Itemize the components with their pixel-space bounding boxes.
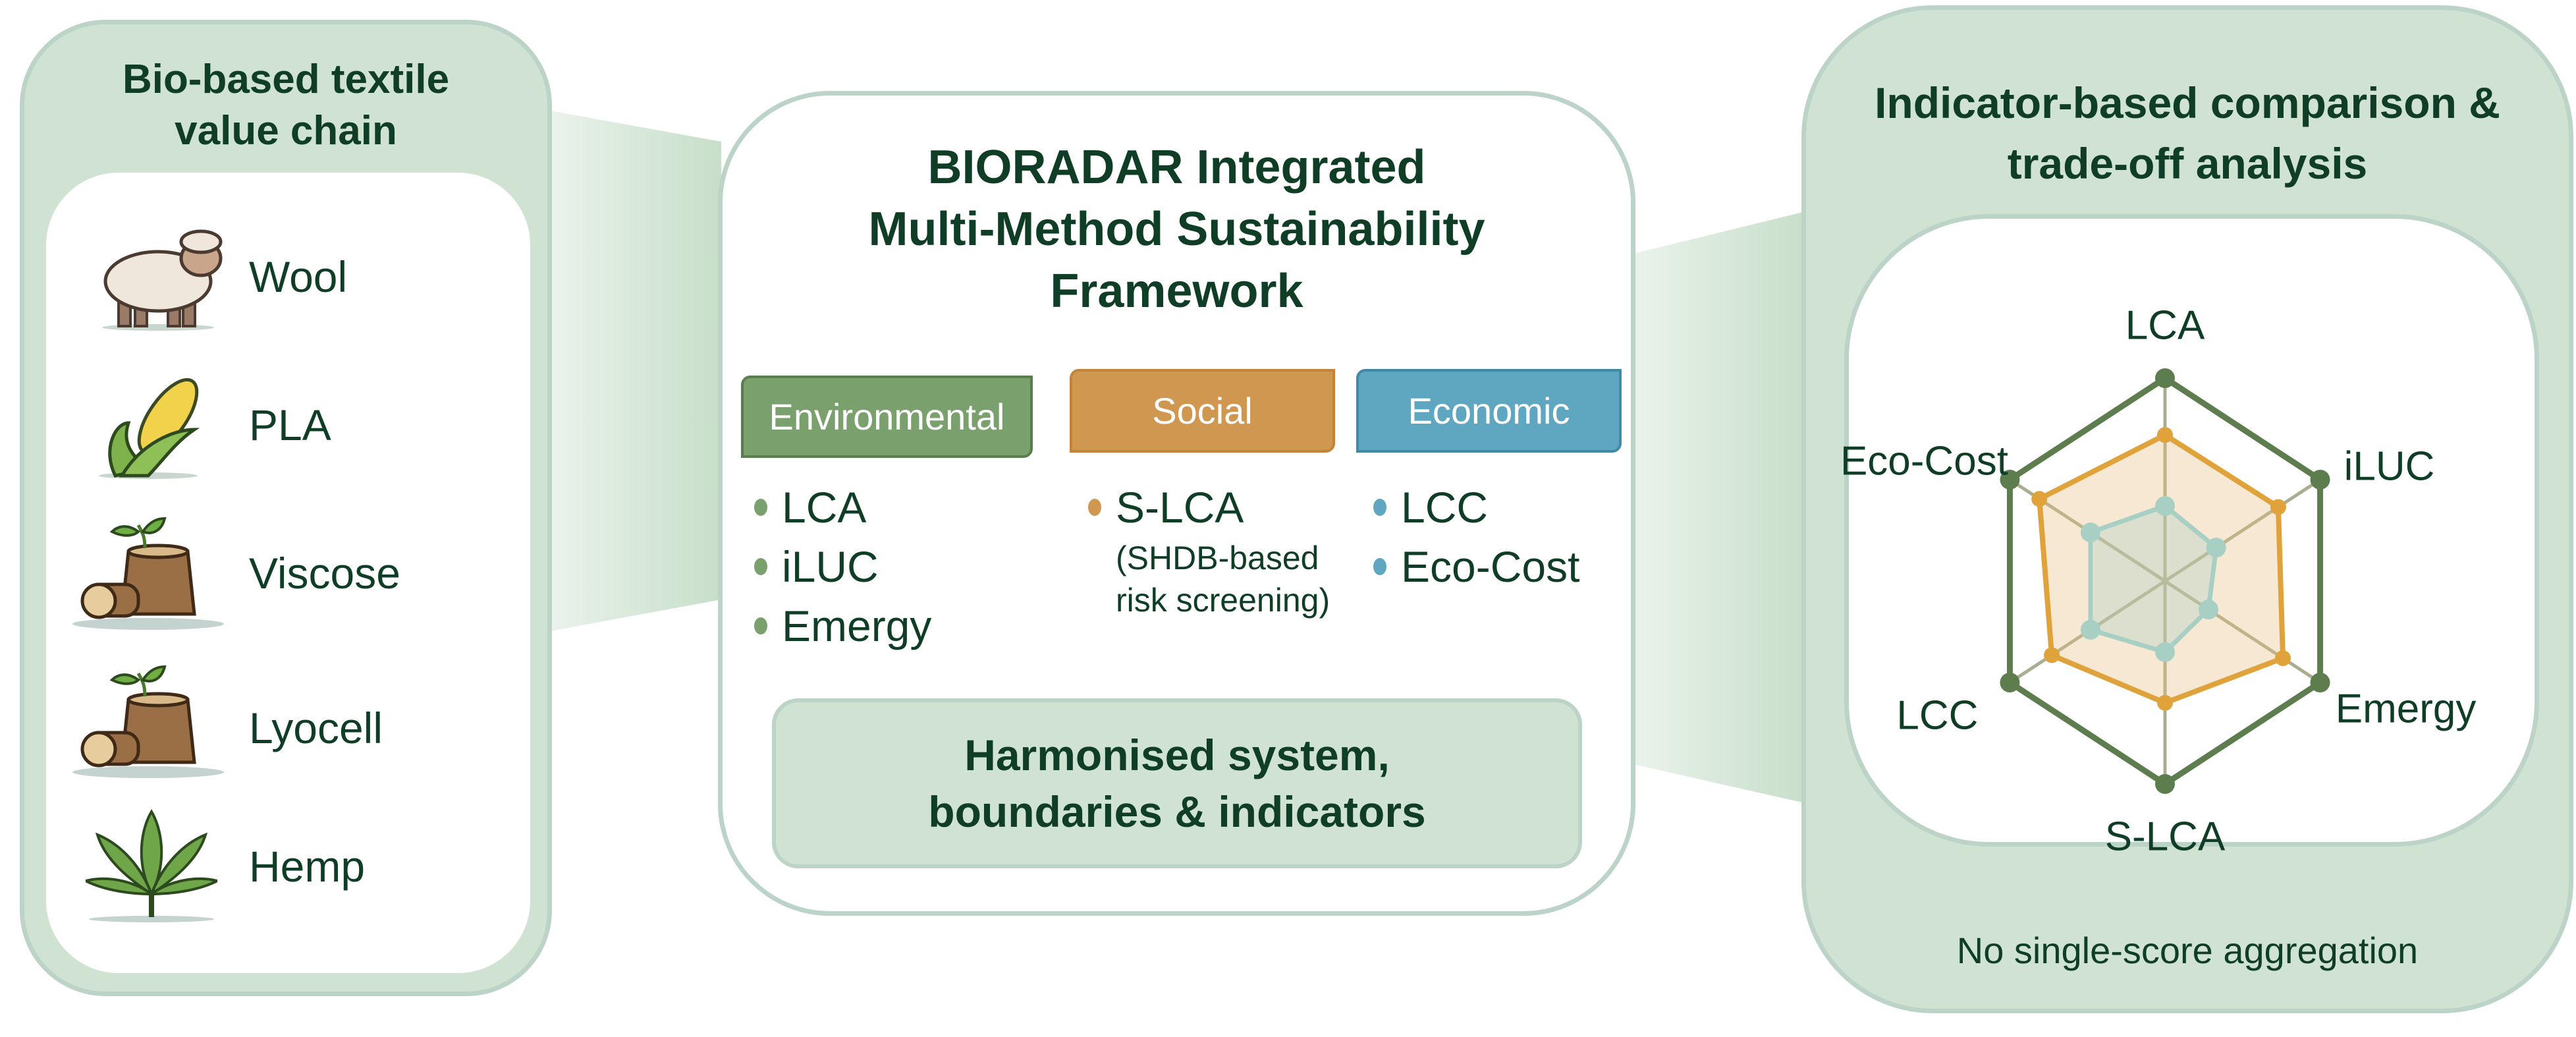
value-chain-label: Viscose bbox=[249, 549, 400, 598]
list-item: iLUC bbox=[754, 537, 931, 596]
corn-icon bbox=[99, 378, 200, 479]
harmonised-line2: boundaries & indicators bbox=[928, 787, 1426, 836]
slca-note-line2: risk screening) bbox=[1116, 582, 1330, 619]
radar-axis-label: Emergy bbox=[2335, 686, 2477, 732]
radar-point-outer-iluc bbox=[2310, 470, 2330, 490]
comparison-footer: No single-score aggregation bbox=[1956, 930, 2419, 971]
economic-list: LCC Eco-Cost bbox=[1373, 478, 1579, 596]
bullet-icon bbox=[754, 499, 767, 516]
radar-point-middle-eco-cost bbox=[2031, 491, 2048, 507]
bullet-icon bbox=[1373, 499, 1386, 516]
framework-panel: BIORADAR Integrated Multi-Method Sustain… bbox=[718, 91, 1635, 916]
radar-point-outer-lca bbox=[2155, 368, 2175, 388]
comparison-title-line1: Indicator-based comparison & bbox=[1875, 78, 2500, 127]
slca-note: (SHDB-based risk screening) bbox=[1116, 537, 1330, 621]
list-item: Eco-Cost bbox=[1373, 537, 1579, 596]
value-chain-label: Wool bbox=[249, 252, 348, 301]
list-item: Emergy bbox=[754, 596, 931, 656]
list-item: LCA bbox=[754, 478, 931, 537]
bullet-icon bbox=[1373, 558, 1386, 575]
radar-point-inner-emergy bbox=[2198, 600, 2218, 620]
value-chain-title-line2: value chain bbox=[175, 107, 397, 154]
radar-point-middle-lca bbox=[2157, 427, 2173, 443]
radar-point-inner-lca bbox=[2155, 496, 2175, 517]
method-label: Emergy bbox=[782, 602, 932, 650]
framework-title-line3: Framework bbox=[1050, 265, 1303, 318]
list-item: LCC bbox=[1373, 478, 1579, 537]
pillar-label: Economic bbox=[1408, 390, 1570, 432]
bullet-icon bbox=[1088, 499, 1101, 516]
sheep-icon bbox=[102, 229, 223, 331]
radar-point-inner-s-lca bbox=[2155, 642, 2175, 662]
method-label: LCC bbox=[1401, 483, 1489, 532]
slca-note-line1: (SHDB-based bbox=[1116, 540, 1319, 576]
right-connector bbox=[1633, 211, 1808, 804]
method-label: S-LCA bbox=[1116, 483, 1244, 532]
value-chain-item-hemp: Hemp bbox=[46, 808, 530, 924]
radar-point-outer-lcc bbox=[2000, 673, 2020, 692]
environmental-list: LCA iLUC Emergy bbox=[754, 478, 931, 656]
bullet-icon bbox=[754, 617, 767, 634]
framework-title-line1: BIORADAR Integrated bbox=[927, 141, 1426, 194]
value-chain-item-wool: Wool bbox=[46, 222, 530, 334]
hemp-leaf-icon bbox=[86, 809, 217, 922]
radar-axis-label: LCC bbox=[1896, 692, 1979, 739]
method-label: LCA bbox=[782, 483, 867, 532]
radar-axis-label: S-LCA bbox=[2104, 814, 2226, 860]
social-list: S-LCA (SHDB-based risk screening) bbox=[1088, 478, 1330, 621]
radar-axis-label: LCA bbox=[2125, 302, 2205, 349]
value-chain-label: Lyocell bbox=[249, 704, 383, 752]
left-connector bbox=[550, 111, 721, 631]
value-chain-list: Wool PLA Viscose bbox=[46, 173, 530, 973]
list-item: S-LCA bbox=[1088, 478, 1330, 537]
value-chain-label: PLA bbox=[249, 401, 331, 449]
pillar-social: Social bbox=[1070, 369, 1335, 453]
radar-point-inner-lcc bbox=[2080, 619, 2100, 640]
harmonised-line1: Harmonised system, bbox=[964, 731, 1390, 779]
radar-axis-label: Eco-Cost bbox=[1840, 438, 2008, 484]
radar-spoke-emergy bbox=[2164, 579, 2321, 685]
value-chain-item-pla: PLA bbox=[46, 370, 530, 482]
value-chain-title-line1: Bio-based textile bbox=[122, 57, 450, 102]
value-chain-item-viscose: Viscose bbox=[46, 515, 530, 631]
pillar-label: Environmental bbox=[769, 396, 1005, 437]
value-chain-label: Hemp bbox=[249, 842, 366, 891]
comparison-title-line2: trade-off analysis bbox=[2007, 139, 2368, 188]
radar-point-outer-eco-cost bbox=[2000, 470, 2020, 490]
bullet-icon bbox=[754, 558, 767, 575]
radar-point-outer-s-lca bbox=[2155, 774, 2175, 794]
value-chain-panel: Bio-based textile value chain Wool bbox=[20, 20, 552, 996]
pillar-label: Social bbox=[1152, 390, 1253, 432]
tree-stump-icon bbox=[72, 665, 224, 778]
radar-point-middle-s-lca bbox=[2157, 694, 2173, 711]
radar-point-inner-eco-cost bbox=[2080, 522, 2100, 543]
radar-spoke-iluc bbox=[2164, 478, 2321, 583]
harmonised-box: Harmonised system, boundaries & indicato… bbox=[772, 698, 1582, 868]
radar-point-inner-iluc bbox=[2206, 538, 2226, 558]
tree-stump-icon bbox=[72, 517, 224, 630]
radar-axis-label: iLUC bbox=[2343, 443, 2435, 490]
pillar-economic: Economic bbox=[1356, 369, 1622, 453]
radar-point-outer-emergy bbox=[2310, 673, 2330, 692]
pillar-environmental: Environmental bbox=[741, 376, 1033, 458]
method-label: Eco-Cost bbox=[1401, 542, 1580, 591]
radar-point-middle-lcc bbox=[2044, 647, 2060, 663]
value-chain-item-lyocell: Lyocell bbox=[46, 663, 530, 779]
radar-point-middle-iluc bbox=[2270, 499, 2286, 515]
method-label: iLUC bbox=[782, 542, 879, 591]
radar-point-middle-emergy bbox=[2275, 650, 2291, 667]
framework-title-line2: Multi-Method Sustainability bbox=[868, 203, 1485, 256]
